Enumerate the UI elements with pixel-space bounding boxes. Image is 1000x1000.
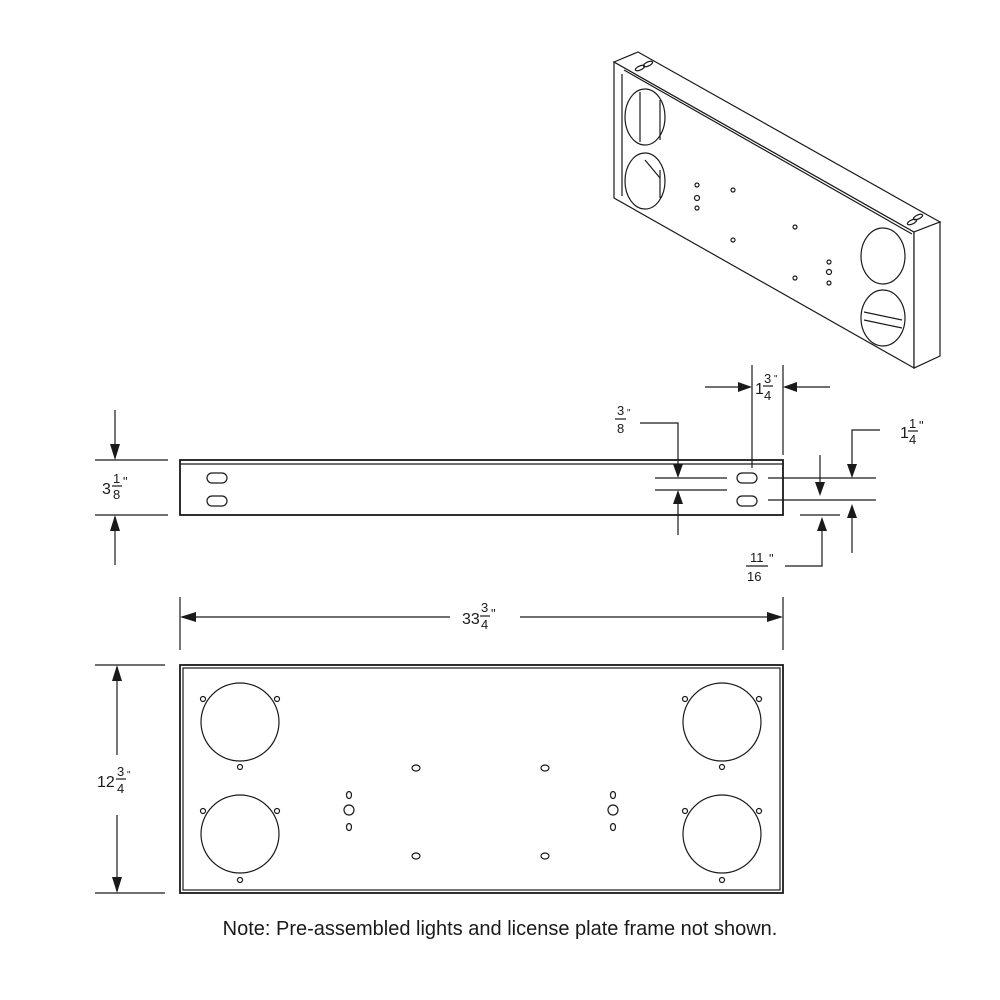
side-view-body — [179, 459, 784, 516]
note-text: Note: Pre-assembled lights and license p… — [222, 918, 778, 940]
iso-light-hole — [860, 289, 906, 347]
svg-text:3: 3 — [481, 600, 488, 615]
svg-text:1: 1 — [755, 381, 764, 398]
svg-text:": " — [627, 408, 631, 419]
dim-label-slot-spacing: 3 8 " — [615, 403, 631, 436]
dim-label-overall-width: 12 3 4 " — [97, 764, 131, 796]
length-dimension — [179, 597, 784, 650]
svg-text:3: 3 — [764, 371, 771, 386]
iso-light-hole — [624, 152, 666, 210]
svg-text:11: 11 — [750, 550, 764, 565]
dim-label-top-offset: 1 1 4 " — [900, 416, 924, 447]
svg-text:": " — [491, 606, 496, 621]
light-hole — [682, 682, 762, 762]
side-slot — [736, 472, 758, 484]
svg-text:": " — [123, 474, 128, 489]
dim-label-overall-length: 33 3 4 " — [462, 600, 496, 632]
svg-text:4: 4 — [909, 432, 916, 447]
svg-text:": " — [919, 418, 924, 433]
svg-text:16: 16 — [747, 569, 761, 584]
svg-text:": " — [769, 551, 774, 566]
iso-light-hole — [860, 227, 906, 285]
iso-slot — [912, 213, 924, 221]
svg-text:": " — [774, 374, 778, 385]
svg-text:33: 33 — [462, 611, 480, 628]
svg-text:4: 4 — [117, 781, 124, 796]
svg-text:12: 12 — [97, 774, 115, 791]
svg-text:1: 1 — [909, 416, 916, 431]
dim-label-bottom-offset: 11 16 " — [746, 550, 774, 584]
plan-view — [95, 664, 784, 894]
light-hole — [682, 794, 762, 874]
svg-text:3: 3 — [617, 403, 624, 418]
iso-slot — [642, 60, 654, 68]
light-hole — [200, 682, 280, 762]
light-hole — [200, 794, 280, 874]
dim-label-side-height: 3 1 8 " — [102, 471, 128, 502]
side-slot — [206, 495, 228, 507]
side-slot — [736, 495, 758, 507]
isometric-view — [612, 51, 942, 370]
svg-text:8: 8 — [113, 487, 120, 502]
dim-label-end-offset: 1 3 4 " — [755, 371, 778, 403]
svg-text:": " — [127, 770, 131, 781]
iso-side-face — [913, 221, 941, 369]
side-view — [95, 365, 880, 567]
svg-text:3: 3 — [102, 481, 111, 498]
side-slot — [206, 472, 228, 484]
iso-light-hole — [624, 88, 666, 146]
svg-text:4: 4 — [764, 388, 771, 403]
svg-text:3: 3 — [117, 764, 124, 779]
iso-slot — [634, 64, 646, 72]
svg-text:1: 1 — [113, 471, 120, 486]
svg-text:4: 4 — [481, 617, 488, 632]
plan-view-body — [179, 664, 784, 894]
svg-text:8: 8 — [617, 421, 624, 436]
svg-text:1: 1 — [900, 425, 909, 442]
